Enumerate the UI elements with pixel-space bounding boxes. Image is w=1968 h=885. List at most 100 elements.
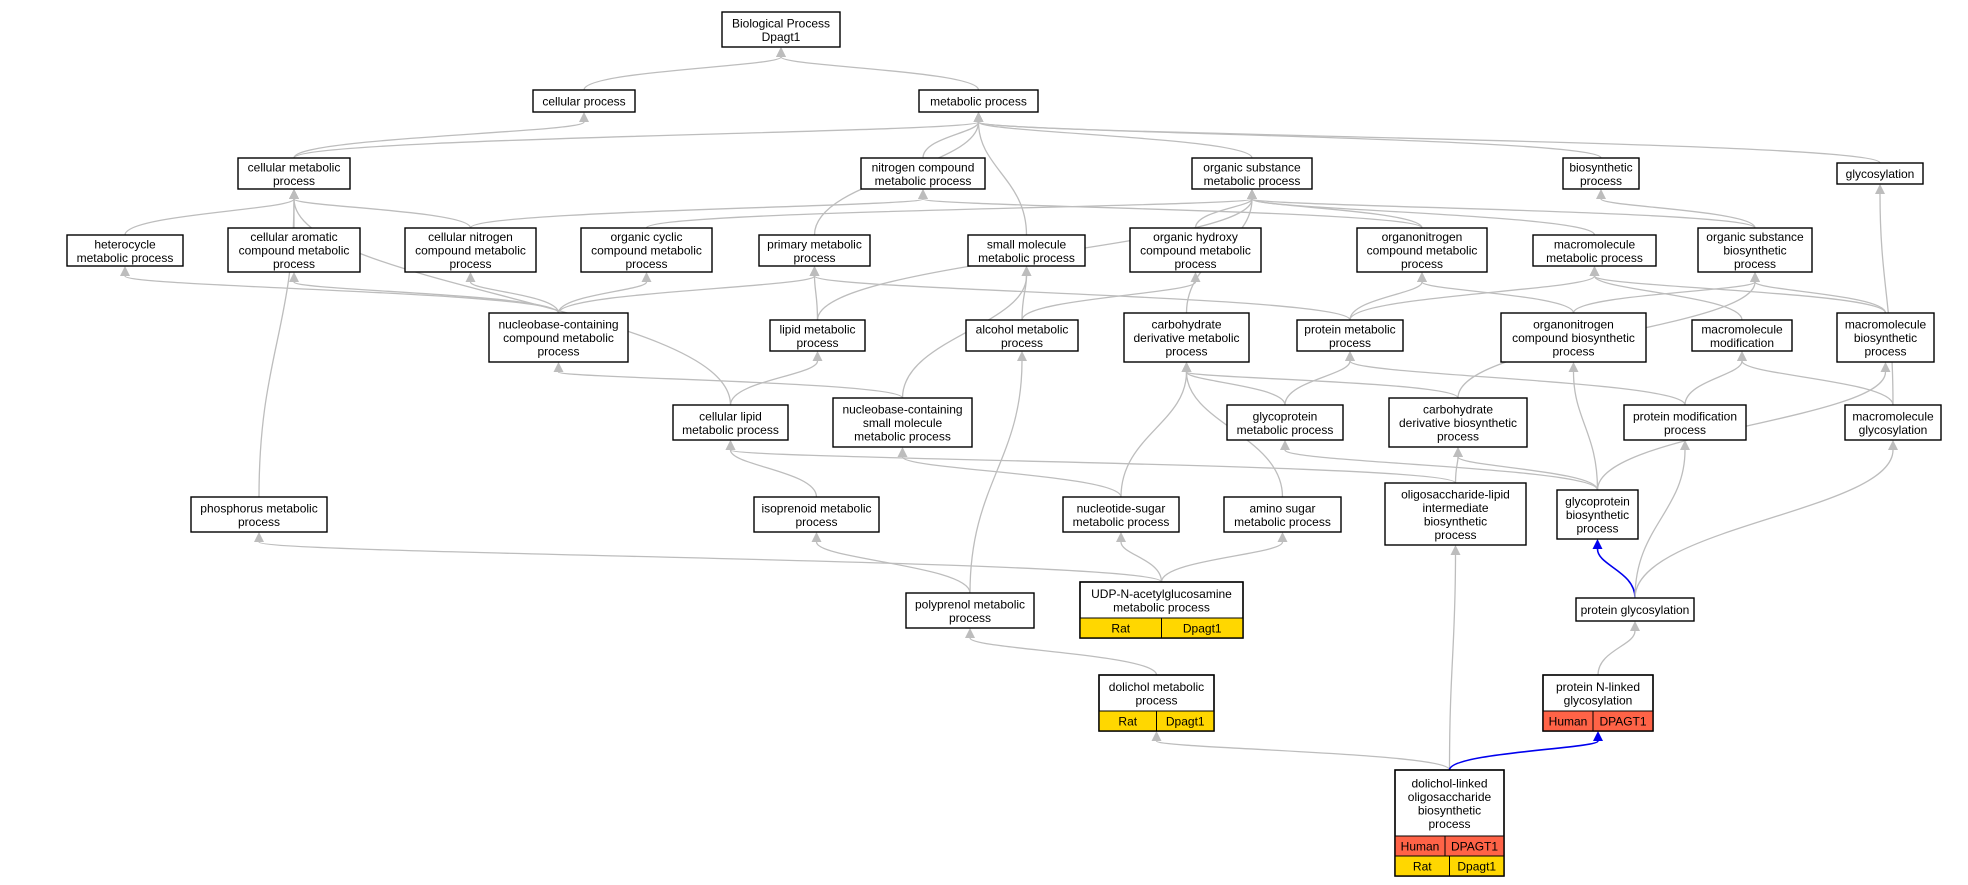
edge-arrow [1737,351,1894,406]
node-box [1562,157,1640,190]
edge-line [1349,281,1423,321]
node-label: metabolic process [854,430,951,444]
arrowhead [579,112,589,122]
arrowhead [1880,362,1891,372]
edge-arrow [1568,362,1599,491]
go-term-node[interactable]: oligosaccharide-lipidintermediatebiosynt… [1384,482,1527,546]
node-box [753,496,880,533]
edge-arrow [293,112,984,159]
edge-arrow [1684,351,1747,406]
node-label: derivative metabolic [1133,331,1239,345]
edge-line [1454,456,1459,484]
node-label: metabolic process [682,423,779,437]
node-label: compound metabolic [1140,244,1251,258]
node-label: process [449,257,491,271]
arrowhead [973,112,984,122]
go-term-node[interactable]: glycosylation [1836,162,1924,185]
edge-line [1600,198,1756,229]
node-box [769,319,866,352]
edge-line [1349,360,1686,406]
edge-line [1021,281,1197,321]
node-label: intermediate [1422,501,1488,515]
node-box [965,319,1079,352]
edge-line [1120,541,1163,583]
node-box [404,227,537,273]
node-box [532,89,636,113]
edge-arrow [1151,731,1451,771]
node-label: metabolic process [1113,600,1210,614]
node-label: process [625,257,667,271]
edge-line [124,275,560,314]
node-label: nitrogen compound [872,160,975,174]
node-box [1556,489,1639,540]
node-box [580,227,713,273]
node-label: small molecule [863,416,943,430]
edge-arrow [1592,539,1636,599]
node-label: compound metabolic [415,244,526,258]
edge-line [469,281,560,314]
node-label: nucleobase-containing [498,318,618,332]
edge-line [1596,548,1636,599]
arrowhead [1247,189,1257,199]
arrowhead [641,272,652,282]
node-label: glycoprotein [1253,409,1318,423]
edge-line [1634,449,1686,599]
node-label: process [1428,817,1470,831]
go-term-node[interactable]: metabolic process [918,89,1039,113]
go-term-node[interactable]: cellular process [532,89,636,113]
node-box [1223,496,1342,533]
edge-arrow [1453,447,1599,491]
node-label: process [1174,257,1216,271]
edge-line [1448,740,1599,771]
node-box [237,157,351,190]
node-label: biosynthetic [1566,508,1629,522]
node-label: process [238,515,280,529]
go-term-node[interactable]: protein glycosylation [1575,597,1695,622]
edge-line [1185,371,1286,406]
node-label: biosynthetic [1723,244,1786,258]
go-term-node[interactable]: dolichol-linkedoligosaccharidebiosynthet… [1394,769,1505,877]
edge-line [922,121,980,159]
